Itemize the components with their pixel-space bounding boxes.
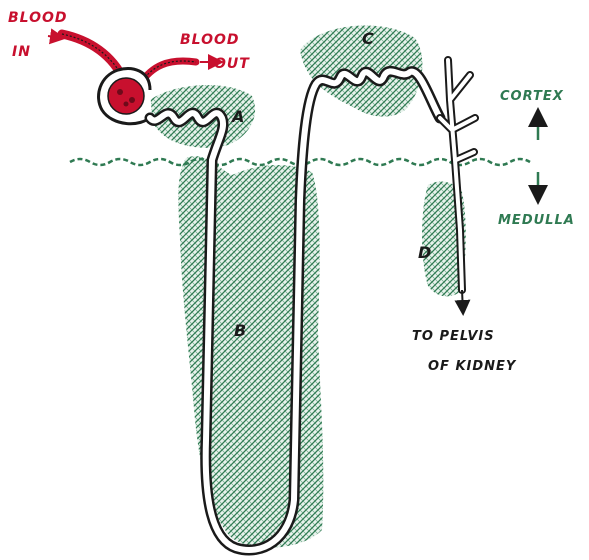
medulla-label: MEDULLA: [498, 213, 575, 228]
pelvis-label-line2: OF KIDNEY: [428, 359, 517, 374]
label-c: C: [362, 29, 375, 48]
glomerulus-detail: [129, 97, 135, 103]
pelvis-label-line1: TO PELVIS: [412, 329, 495, 344]
label-a: A: [230, 107, 245, 126]
label-b: B: [234, 321, 247, 340]
label-d: D: [418, 243, 432, 262]
blood-in-label-line2: IN: [12, 44, 31, 60]
blood-in-label-line1: BLOOD: [8, 10, 68, 26]
blood-out-label-line2: OUT: [214, 56, 250, 72]
cortex-label: CORTEX: [500, 89, 564, 104]
glomerulus-detail: [124, 102, 129, 107]
glomerulus-detail: [117, 89, 123, 95]
blood-out-label-line1: BLOOD: [180, 32, 240, 48]
glomerulus: [108, 78, 144, 114]
pelvis-arrow: [462, 290, 463, 312]
